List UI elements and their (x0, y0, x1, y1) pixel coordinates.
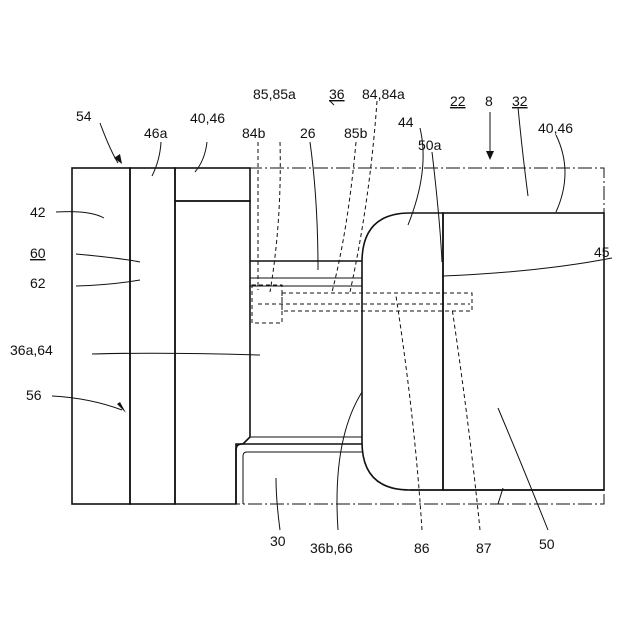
label-30: 30 (270, 533, 286, 549)
label-50a: 50a (418, 137, 442, 153)
member-30 (236, 444, 362, 504)
label-40-46-left: 40,46 (190, 110, 225, 126)
member-62 (130, 168, 175, 504)
member-44 (362, 213, 443, 490)
label-36: 36 (329, 86, 345, 102)
label-36b-66: 36b,66 (310, 540, 353, 556)
label-86: 86 (414, 540, 430, 556)
leader-lines (52, 101, 612, 530)
label-84b: 84b (242, 125, 266, 141)
label-44: 44 (398, 114, 414, 130)
label-45: 45 (594, 244, 610, 260)
label-46a: 46a (144, 125, 168, 141)
label-56: 56 (26, 387, 42, 403)
label-85b: 85b (344, 125, 368, 141)
label-8: 8 (485, 93, 493, 109)
label-87: 87 (476, 540, 492, 556)
label-22: 22 (450, 93, 466, 109)
label-40-46-right: 40,46 (538, 120, 573, 136)
label-50: 50 (539, 536, 555, 552)
label-42: 42 (30, 204, 46, 220)
reference-labels: 54 46a 40,46 85,85a 36 84,84a 22 8 32 84… (10, 86, 610, 556)
label-62: 62 (30, 275, 46, 291)
member-42 (72, 168, 130, 504)
label-85-85a: 85,85a (253, 86, 296, 102)
label-60: 60 (30, 245, 46, 261)
member-46 (175, 201, 250, 504)
label-36a-64: 36a,64 (10, 342, 53, 358)
member-50 (443, 213, 604, 490)
label-32: 32 (512, 93, 528, 109)
member-40-46-top (175, 168, 250, 201)
label-54: 54 (76, 108, 92, 124)
label-84-84a: 84,84a (362, 86, 405, 102)
label-26: 26 (300, 125, 316, 141)
